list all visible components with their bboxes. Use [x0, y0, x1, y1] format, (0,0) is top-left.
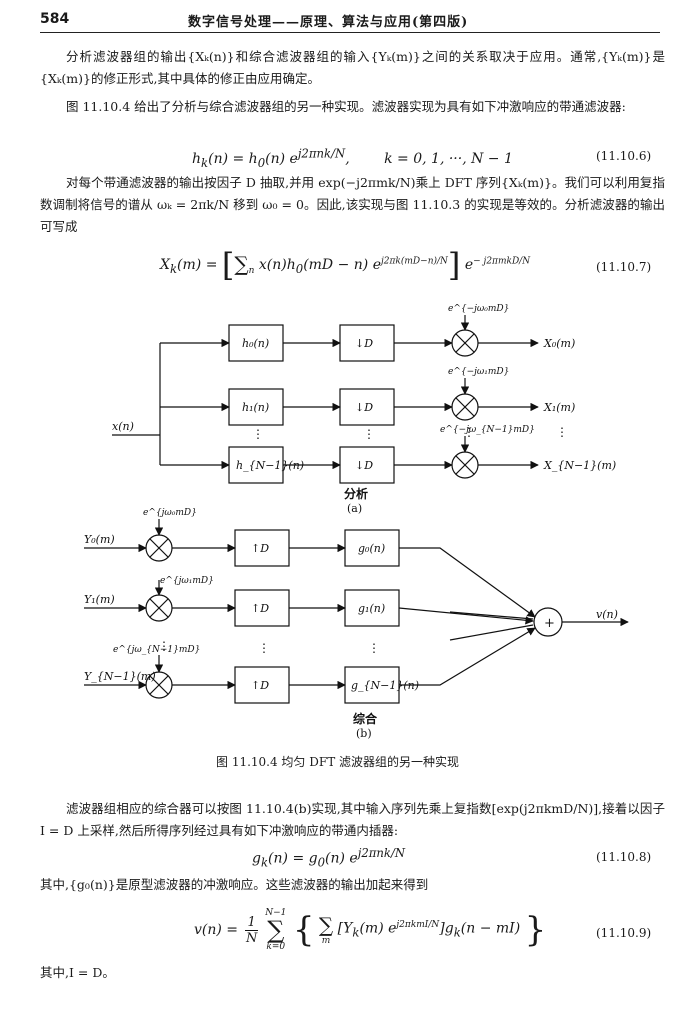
paragraph-6: 其中,I = D。 [40, 965, 115, 980]
upsampler-n1: ↑D [251, 679, 269, 692]
analysis-filter-1: h₁(n) [242, 401, 269, 414]
svg-text:⋮: ⋮ [258, 641, 270, 655]
paragraph-5: 其中,{g₀(n)}是原型滤波器的冲激响应。这些滤波器的输出加起来得到 [40, 877, 429, 892]
analysis-input-label: x(n) [112, 420, 134, 433]
equation-number-8: (11.10.8) [596, 850, 652, 864]
analysis-output-0: X₀(m) [543, 337, 575, 350]
paragraph-1: 分析滤波器组的输出{Xₖ(n)}和综合滤波器组的输入{Yₖ(m)}之间的关系取决… [40, 49, 665, 86]
page-header: 584 数字信号处理——原理、算法与应用(第四版) [40, 8, 660, 33]
analysis-modulator-n1: e^{−jω_{N−1}mD} [440, 425, 535, 435]
equation-11-10-6: hk(n) = h0(n) ej2πnk/N, k = 0, 1, ···, N… [192, 146, 513, 170]
synthesis-modulator-0: e^{jω₀mD} [143, 508, 197, 518]
svg-text:⋮: ⋮ [158, 639, 170, 653]
analysis-filter-n1: h_{N−1}(n) [236, 459, 304, 472]
synthesis-input-n1: Y_{N−1}(m) [84, 670, 156, 683]
paragraph-4: 滤波器组相应的综合器可以按图 11.10.4(b)实现,其中输入序列先乘上复指数… [40, 801, 665, 838]
analysis-sublabel: (a) [347, 502, 362, 515]
synthesis-sublabel: (b) [356, 727, 372, 740]
decimator-1: ↓D [355, 401, 373, 414]
svg-text:⋮: ⋮ [252, 427, 264, 441]
equation-number-6: (11.10.6) [596, 149, 652, 163]
synthesis-modulator-n1: e^{jω_{N−1}mD} [113, 645, 200, 655]
figure-caption: 图 11.10.4 均匀 DFT 滤波器组的另一种实现 [216, 755, 460, 769]
analysis-output-1: X₁(m) [543, 401, 575, 414]
book-title: 数字信号处理——原理、算法与应用(第四版) [188, 15, 469, 30]
synthesis-input-1: Y₁(m) [84, 593, 115, 606]
equation-number-7: (11.10.7) [596, 260, 652, 274]
paragraph-2: 图 11.10.4 给出了分析与综合滤波器组的另一种实现。滤波器实现为具有如下冲… [66, 99, 626, 114]
equation-11-10-7: Xk(m) = [∑n x(n)h0(mD − n) ej2πk(mD−n)/N… [160, 246, 531, 284]
dft-filter-bank-figure: x(n) h₀(n) h₁(n) h_{N−1}(n) ↓D ↓D ↓D e^{… [84, 304, 629, 740]
svg-text:⋮: ⋮ [463, 425, 475, 439]
synthesis-input-0: Y₀(m) [84, 533, 115, 546]
analysis-filter-0: h₀(n) [242, 337, 269, 350]
adder-symbol: + [544, 616, 555, 631]
equation-number-9: (11.10.9) [596, 926, 652, 940]
synthesis-filter-n1: g_{N−1}(n) [351, 679, 419, 692]
upsampler-1: ↑D [251, 602, 269, 615]
analysis-modulator-1: e^{−jω₁mD} [448, 367, 509, 377]
synthesis-modulator-1: e^{jω₁mD} [160, 576, 214, 586]
synthesis-bank [84, 519, 629, 704]
analysis-output-n1: X_{N−1}(m) [543, 459, 616, 472]
svg-text:⋮: ⋮ [556, 425, 568, 439]
decimator-n1: ↓D [355, 459, 373, 472]
svg-text:⋮: ⋮ [368, 641, 380, 655]
equation-11-10-8: gk(n) = g0(n) ej2πnk/N [252, 846, 406, 870]
upsampler-0: ↑D [251, 542, 269, 555]
analysis-modulator-0: e^{−jω₀mD} [448, 304, 509, 314]
synthesis-filter-0: g₀(n) [358, 542, 385, 555]
page-number: 584 [40, 11, 70, 27]
svg-text:⋮: ⋮ [363, 427, 375, 441]
analysis-caption: 分析 [344, 486, 368, 501]
synthesis-filter-1: g₁(n) [358, 602, 385, 615]
synthesis-output-label: v(n) [596, 608, 618, 621]
decimator-0: ↓D [355, 337, 373, 350]
paragraph-3: 对每个带通滤波器的输出按因子 D 抽取,并用 exp(−j2πmk/N)乘上 D… [40, 175, 665, 234]
analysis-bank [112, 315, 539, 484]
synthesis-caption: 综合 [353, 711, 378, 726]
